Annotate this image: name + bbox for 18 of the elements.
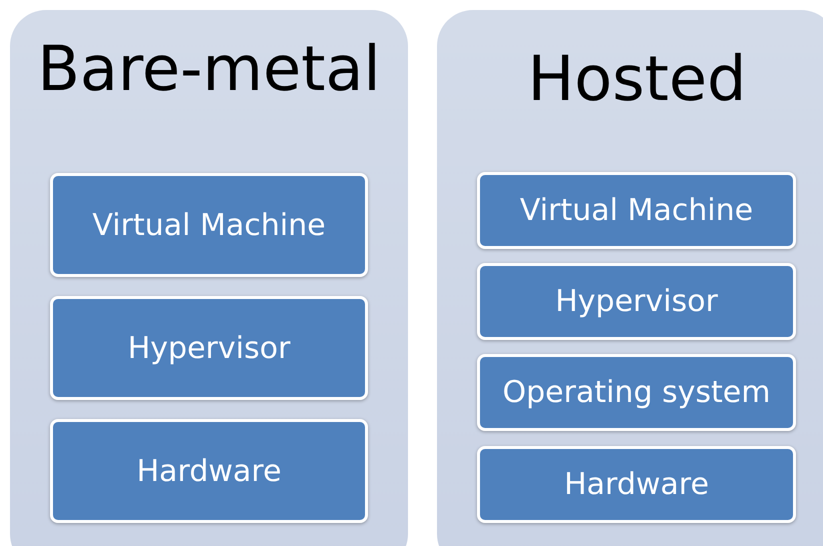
- layer-box: [50, 419, 368, 523]
- layer-label: Hardware: [136, 454, 282, 488]
- layer-label: Operating system: [502, 375, 770, 410]
- layer-box: [477, 263, 796, 340]
- layer-box: [477, 172, 796, 249]
- layer-box: [50, 173, 368, 277]
- panel-title: Bare-metal: [36, 32, 382, 105]
- layer-box: [477, 446, 796, 523]
- layer-label: Hypervisor: [128, 330, 290, 366]
- layer-box: [50, 296, 368, 400]
- panel-background: [437, 10, 823, 546]
- layer-label: Virtual Machine: [520, 193, 754, 228]
- layer-label: Virtual Machine: [92, 208, 326, 242]
- panel-background: [10, 10, 408, 546]
- panel-title: Hosted: [526, 42, 748, 115]
- layer-box: [477, 354, 796, 431]
- layer-label: Hypervisor: [555, 284, 718, 319]
- layer-label: Hardware: [564, 467, 709, 502]
